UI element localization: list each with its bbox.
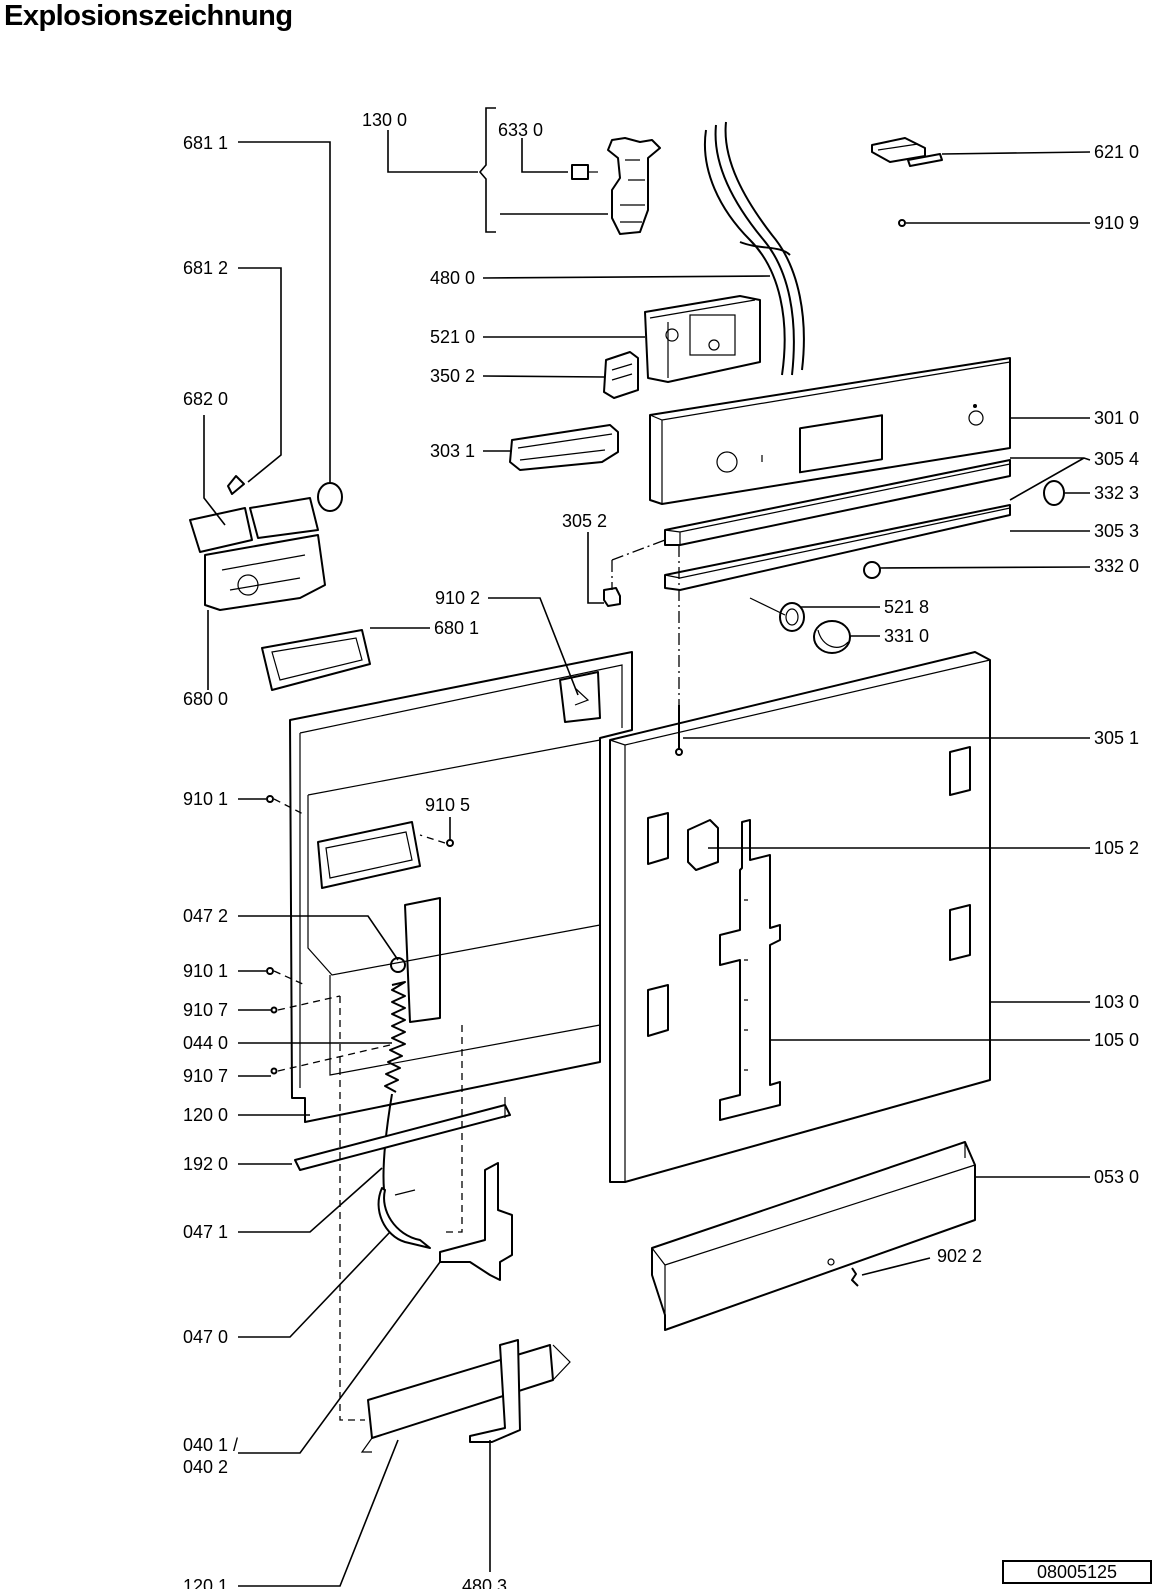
label-3310: 331 0 [884, 626, 929, 646]
label-3010: 301 0 [1094, 408, 1139, 428]
label-3053: 305 3 [1094, 521, 1139, 541]
connector-part [603, 351, 639, 399]
label-9107-b: 910 7 [183, 1066, 228, 1086]
label-0471: 047 1 [183, 1222, 228, 1242]
label-0470: 047 0 [183, 1327, 228, 1347]
label-6811: 681 1 [183, 133, 228, 153]
label-0472: 047 2 [183, 906, 228, 926]
brace-1300 [478, 107, 496, 233]
document-number-box: 08005125 [1002, 1560, 1152, 1584]
pin-3052 [603, 587, 621, 607]
leader-lines [203, 130, 1091, 1587]
label-0402: 040 2 [183, 1457, 228, 1477]
inner-door-panel [289, 651, 633, 1123]
label-9101-a: 910 1 [183, 789, 228, 809]
label-3502: 350 2 [430, 366, 475, 386]
label-5210: 521 0 [430, 327, 475, 347]
label-1200: 120 0 [183, 1105, 228, 1125]
label-0530: 053 0 [1094, 1167, 1139, 1187]
label-6210: 621 0 [1094, 142, 1139, 162]
label-6800: 680 0 [183, 689, 228, 709]
label-3323: 332 3 [1094, 483, 1139, 503]
label-9107-a: 910 7 [183, 1000, 228, 1020]
button-3323 [1043, 480, 1065, 506]
small-module-part [871, 137, 943, 167]
label-9109: 910 9 [1094, 213, 1139, 233]
label-1052: 105 2 [1094, 838, 1139, 858]
door-lock-part [571, 137, 661, 235]
label-0401: 040 1 / [183, 1435, 238, 1455]
handle-part [509, 424, 619, 471]
label-3031: 303 1 [430, 441, 475, 461]
label-6330: 633 0 [498, 120, 543, 140]
knob-3320 [863, 561, 881, 579]
label-4803: 480 3 [462, 1576, 507, 1589]
kick-plate-part [651, 1141, 976, 1331]
lower-trim-part [360, 1339, 571, 1453]
label-6820: 682 0 [183, 389, 228, 409]
label-3320: 332 0 [1094, 556, 1139, 576]
assembly-lines [273, 539, 680, 1421]
label-3051: 305 1 [1094, 728, 1139, 748]
label-9022: 902 2 [937, 1246, 982, 1266]
label-5218: 521 8 [884, 597, 929, 617]
label-9105: 910 5 [425, 795, 470, 815]
screw-9109 [898, 219, 906, 227]
label-0440: 044 0 [183, 1033, 228, 1053]
cable-harness-part [704, 121, 805, 376]
label-1050: 105 0 [1094, 1030, 1139, 1050]
gasket-6801 [261, 629, 371, 691]
control-panel-part [649, 357, 1011, 505]
label-6812: 681 2 [183, 258, 228, 278]
control-board-part [644, 295, 761, 383]
hinge-bracket-part [439, 1162, 513, 1281]
part-number-labels: 681 1 130 0 633 0 621 0 910 9 681 2 480 … [183, 110, 1139, 1589]
label-1030: 103 0 [1094, 992, 1139, 1012]
label-9101-b: 910 1 [183, 961, 228, 981]
rotary-switch-part [749, 597, 805, 632]
label-4800: 480 0 [430, 268, 475, 288]
label-3052: 305 2 [562, 511, 607, 531]
rail-1920 [294, 1097, 511, 1171]
label-1201: 120 1 [183, 1576, 228, 1589]
label-1920: 192 0 [183, 1154, 228, 1174]
label-9102: 910 2 [435, 588, 480, 608]
page-title: Explosionszeichnung [4, 0, 293, 32]
label-3054: 305 4 [1094, 449, 1139, 469]
detergent-dispenser-part [189, 475, 343, 611]
knob-3310 [813, 620, 851, 654]
outer-door-panel [609, 651, 991, 1183]
label-1300: 130 0 [362, 110, 407, 130]
label-6801: 680 1 [434, 618, 479, 638]
trim-strips-part [664, 459, 1011, 591]
screws-group [266, 705, 683, 1075]
